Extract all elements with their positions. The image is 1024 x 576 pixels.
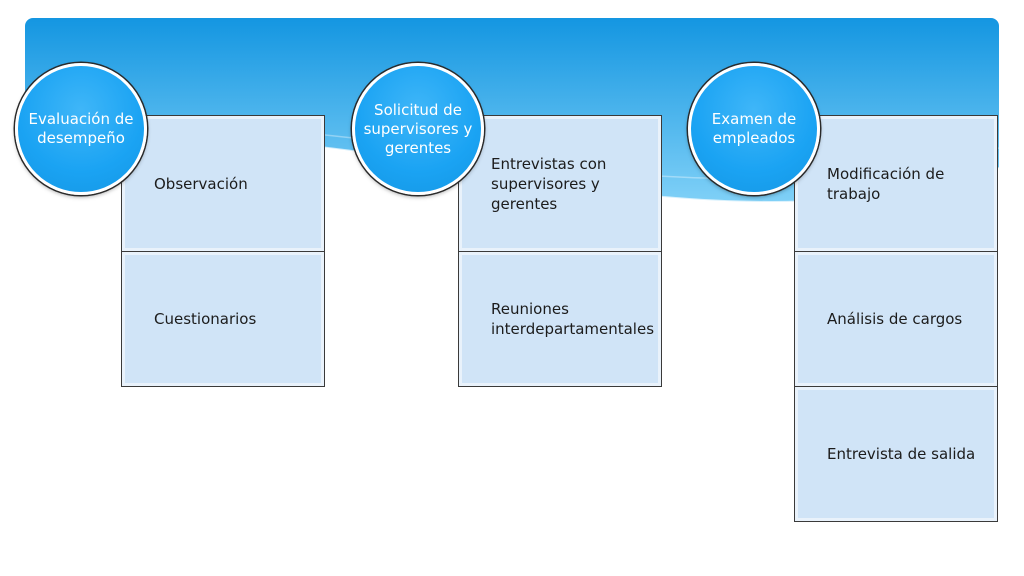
column-3-header-circle: Examen de empleados — [688, 63, 820, 195]
header-label: Examen de empleados — [711, 110, 797, 147]
item-label: Entrevistas con supervisores y gerentes — [491, 154, 607, 213]
item-label: Modificación de trabajo — [827, 164, 945, 203]
header-label: Solicitud de supervisores y gerentes — [363, 100, 473, 157]
item-label: Observación — [154, 174, 248, 193]
item-label: Reuniones interdepartamentales — [491, 300, 655, 338]
column-3-item-2: Análisis de cargos — [794, 251, 998, 387]
column-1-item-1: Observación — [121, 115, 325, 252]
column-2-item-2: Reuniones interdepartamentales — [458, 251, 662, 387]
column-1-header-circle: Evaluación de desempeño — [15, 63, 147, 195]
column-3-item-3: Entrevista de salida — [794, 386, 998, 522]
header-label: Evaluación de desempeño — [28, 110, 134, 147]
column-2-item-1: Entrevistas con supervisores y gerentes — [458, 115, 662, 252]
item-label: Análisis de cargos — [827, 310, 963, 328]
item-label: Entrevista de salida — [827, 445, 976, 463]
column-2-header-circle: Solicitud de supervisores y gerentes — [352, 63, 484, 195]
column-3-item-1: Modificación de trabajo — [794, 115, 998, 252]
column-1-item-2: Cuestionarios — [121, 251, 325, 387]
item-label: Cuestionarios — [154, 310, 257, 328]
